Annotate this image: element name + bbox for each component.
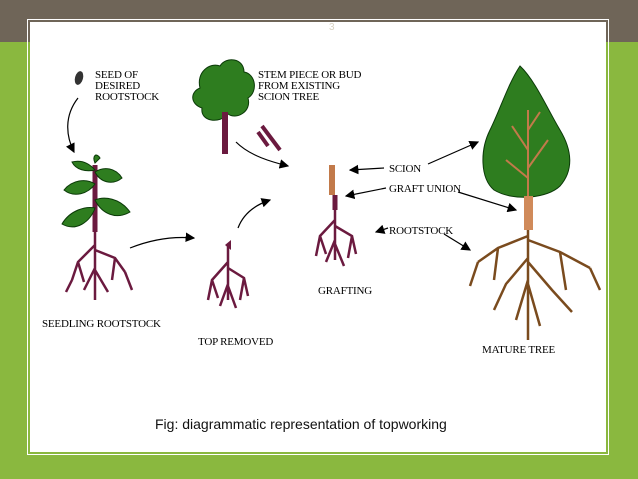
label-mature-tree: MATURE TREE — [482, 344, 556, 356]
seed-icon — [74, 71, 84, 85]
mature-tree — [468, 65, 602, 340]
label-grafting: GRAFTING — [318, 285, 373, 297]
seedling-rootstock-plant — [61, 154, 134, 300]
scion-source-tree — [192, 59, 282, 154]
label-seedling-rootstock: SEEDLING ROOTSTOCK — [42, 318, 161, 330]
top-removed-rootstock — [206, 240, 250, 309]
process-arrows — [65, 97, 518, 251]
label-stem-piece: STEM PIECE OR BUD FROM EXISTING SCION TR… — [258, 69, 362, 103]
label-top-removed: TOP REMOVED — [198, 336, 274, 348]
slide-number: 3 — [329, 22, 335, 33]
label-seed: SEED OF DESIRED ROOTSTOCK — [95, 69, 160, 103]
label-graft-union: GRAFT UNION — [389, 183, 461, 195]
label-rootstock: ROOTSTOCK — [389, 225, 454, 237]
figure-caption: Fig: diagrammatic representation of topw… — [155, 416, 447, 432]
label-scion: SCION — [389, 163, 422, 175]
grafted-plant — [314, 165, 358, 267]
